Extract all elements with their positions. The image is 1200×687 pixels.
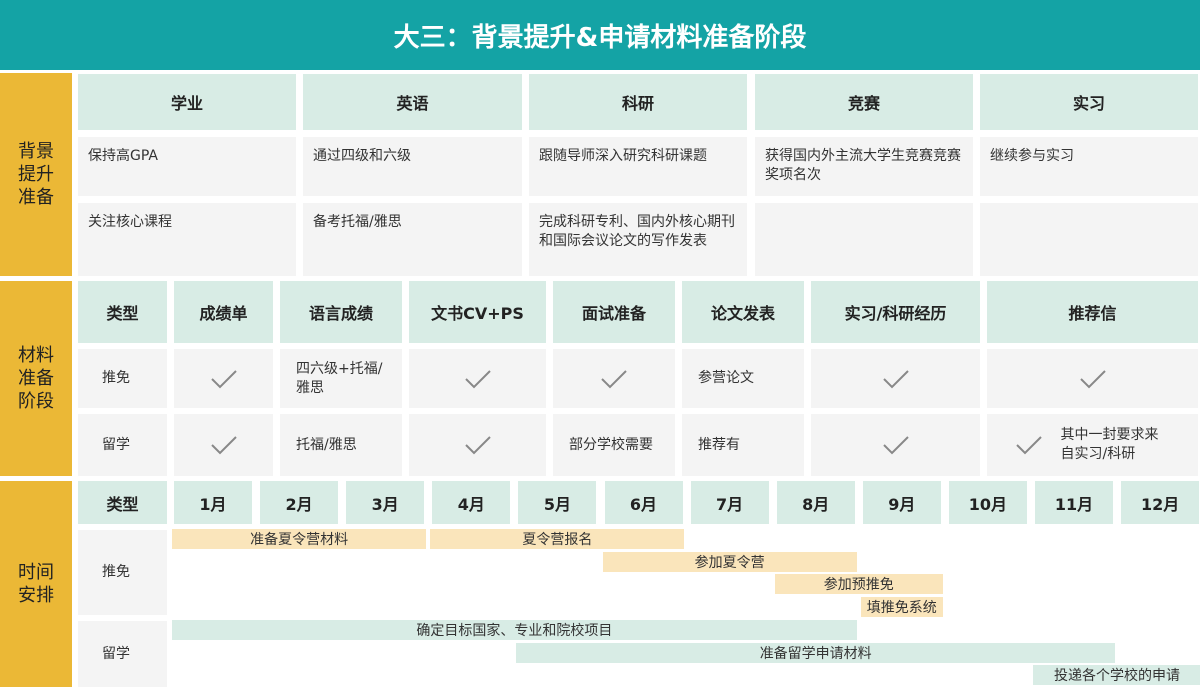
check-icon — [882, 436, 909, 455]
table-cell — [980, 203, 1198, 276]
column-header: 成绩单 — [174, 281, 273, 343]
column-header: 类型 — [78, 281, 167, 343]
month-header: 9月 — [862, 481, 941, 524]
month-header: 8月 — [776, 481, 855, 524]
table-cell: 继续参与实习 — [980, 137, 1198, 196]
column-header: 类型 — [78, 481, 167, 524]
section-label-materials: 材料准备阶段 — [0, 281, 72, 476]
section-label-background: 背景提升准备 — [0, 73, 72, 276]
check-cell — [811, 414, 980, 476]
month-header: 6月 — [604, 481, 683, 524]
column-header: 文书CV+PS — [409, 281, 546, 343]
timeline-bar: 准备夏令营材料 — [172, 529, 427, 549]
check-icon — [1079, 369, 1106, 388]
check-icon — [464, 369, 491, 388]
row-type-label: 推免 — [78, 530, 167, 615]
table-cell: 四六级+托福/雅思 — [280, 349, 402, 408]
month-header: 4月 — [432, 481, 511, 524]
timeline-bar: 确定目标国家、专业和院校项目 — [172, 620, 857, 640]
check-cell: 其中一封要求来自实习/科研 — [987, 414, 1198, 476]
column-header: 推荐信 — [987, 281, 1198, 343]
row-type-label: 推免 — [78, 349, 167, 408]
table-cell: 托福/雅思 — [280, 414, 402, 476]
page-title: 大三：背景提升&申请材料准备阶段 — [0, 0, 1200, 70]
timeline-bar: 夏令营报名 — [430, 529, 685, 549]
check-icon — [210, 369, 237, 388]
row-type-label: 留学 — [78, 414, 167, 476]
month-header: 10月 — [948, 481, 1027, 524]
check-cell — [409, 414, 546, 476]
timeline-bar: 准备留学申请材料 — [516, 642, 1115, 663]
check-cell — [409, 349, 546, 408]
column-header: 学业 — [78, 74, 296, 130]
check-cell — [553, 349, 675, 408]
month-header: 5月 — [518, 481, 597, 524]
timeline-bar: 填推免系统 — [860, 597, 943, 618]
column-header: 英语 — [303, 74, 522, 130]
section-label-timeline: 时间安排 — [0, 481, 72, 687]
recommendation-note: 其中一封要求来自实习/科研 — [1060, 427, 1159, 462]
column-header: 科研 — [529, 74, 747, 130]
check-icon — [464, 436, 491, 455]
column-header: 面试准备 — [553, 281, 675, 343]
month-header: 7月 — [690, 481, 769, 524]
month-header: 11月 — [1035, 481, 1113, 524]
check-cell — [174, 414, 273, 476]
row-type-label: 留学 — [78, 621, 167, 687]
column-header: 实习 — [980, 74, 1198, 130]
table-cell: 参营论文 — [682, 349, 804, 408]
month-header: 2月 — [260, 481, 339, 524]
table-cell: 完成科研专利、国内外核心期刊和国际会议论文的写作发表 — [529, 203, 747, 276]
check-icon — [210, 436, 237, 455]
check-cell — [811, 349, 980, 408]
column-header: 实习/科研经历 — [811, 281, 980, 343]
table-cell: 保持高GPA — [78, 137, 296, 196]
table-cell: 获得国内外主流大学生竞赛竞赛奖项名次 — [755, 137, 973, 196]
table-cell — [755, 203, 973, 276]
column-header: 论文发表 — [682, 281, 804, 343]
check-cell — [174, 349, 273, 408]
column-header: 竞赛 — [755, 74, 973, 130]
check-cell — [987, 349, 1198, 408]
table-cell: 部分学校需要 — [553, 414, 675, 476]
timeline-bar: 参加预推免 — [774, 574, 943, 595]
month-header: 12月 — [1121, 481, 1200, 524]
month-header: 1月 — [174, 481, 252, 524]
timeline-bar: 投递各个学校的申请 — [1033, 665, 1200, 686]
check-icon — [882, 369, 909, 388]
month-header: 3月 — [346, 481, 425, 524]
check-icon — [601, 369, 627, 388]
table-cell: 备考托福/雅思 — [303, 203, 522, 276]
timeline-bar: 参加夏令营 — [602, 551, 857, 572]
check-icon — [1015, 436, 1042, 455]
column-header: 语言成绩 — [280, 281, 402, 343]
table-cell: 推荐有 — [682, 414, 804, 476]
table-cell: 通过四级和六级 — [303, 137, 522, 196]
table-cell: 跟随导师深入研究科研课题 — [529, 137, 747, 196]
table-cell: 关注核心课程 — [78, 203, 296, 276]
